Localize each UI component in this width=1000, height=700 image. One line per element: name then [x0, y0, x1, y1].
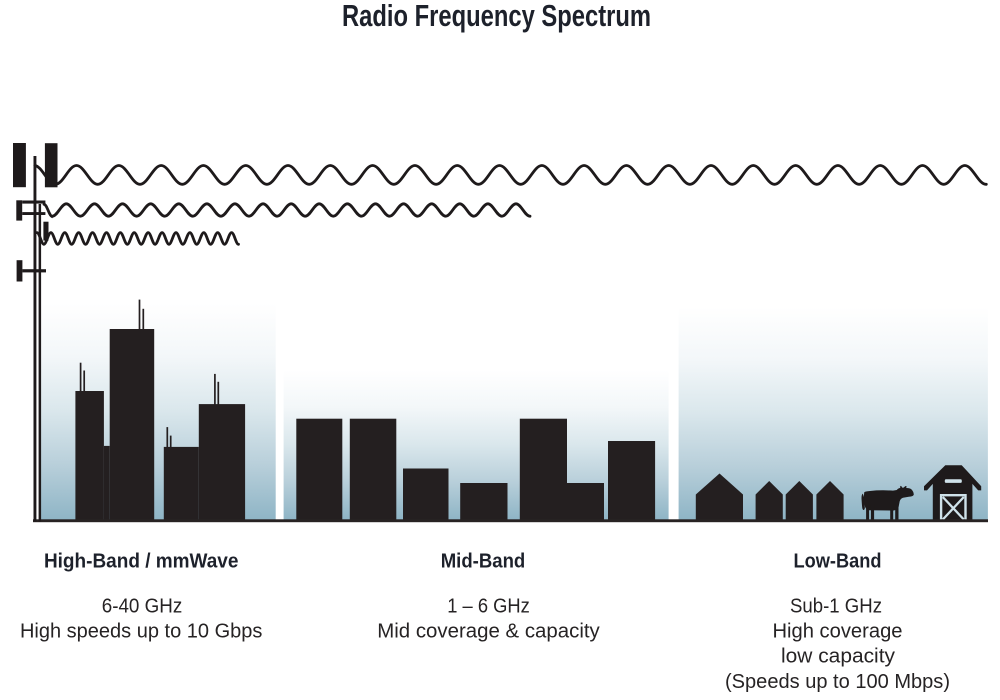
svg-text:(Speeds up to 100 Mbps): (Speeds up to 100 Mbps) [725, 670, 950, 693]
svg-text:1 – 6 GHz: 1 – 6 GHz [447, 595, 530, 618]
svg-text:low capacity: low capacity [781, 645, 896, 668]
svg-text:High coverage: High coverage [773, 620, 903, 643]
svg-text:Low-Band: Low-Band [794, 549, 882, 572]
svg-text:Sub-1 GHz: Sub-1 GHz [790, 595, 882, 618]
svg-text:Mid coverage & capacity: Mid coverage & capacity [377, 620, 600, 643]
svg-text:6-40 GHz: 6-40 GHz [102, 595, 183, 618]
svg-text:Mid-Band: Mid-Band [441, 549, 526, 572]
svg-text:Radio Frequency Spectrum: Radio Frequency Spectrum [342, 0, 651, 33]
svg-text:High-Band / mmWave: High-Band / mmWave [44, 549, 239, 572]
svg-text:High speeds up to 10 Gbps: High speeds up to 10 Gbps [20, 620, 263, 643]
